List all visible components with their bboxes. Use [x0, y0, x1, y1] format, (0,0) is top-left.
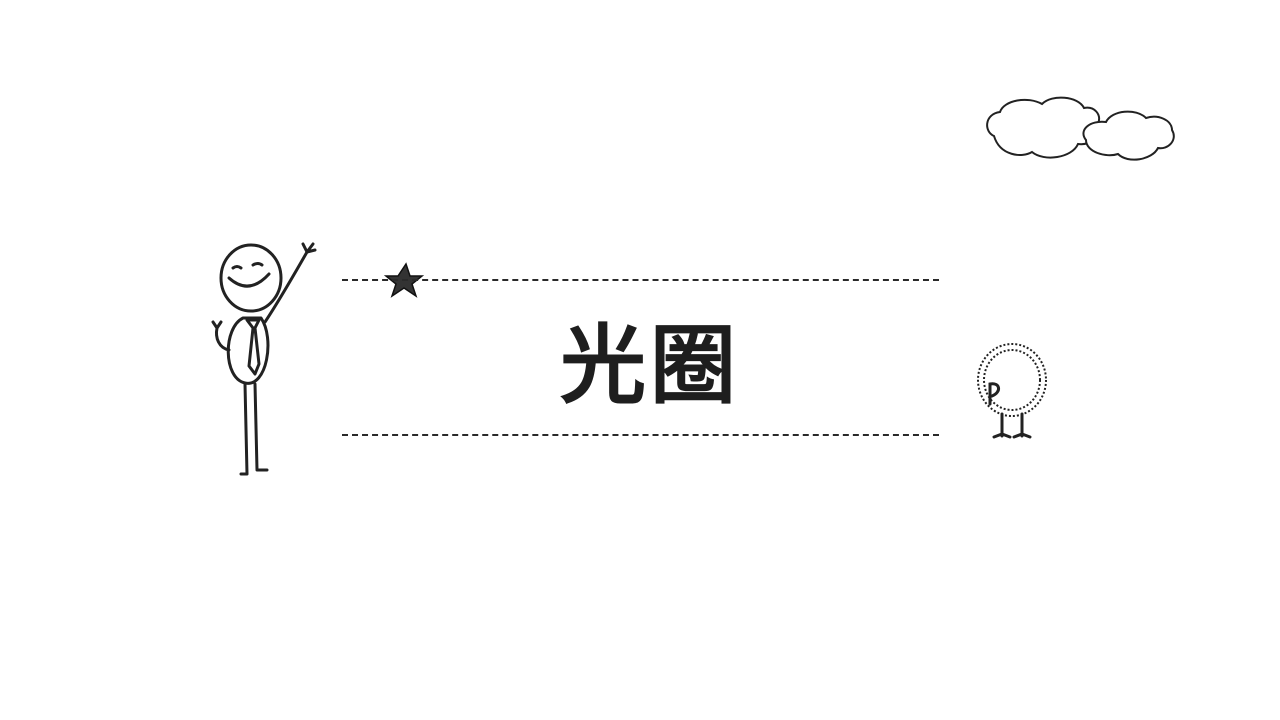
stick-figure-icon [211, 242, 317, 476]
slide-title: 光圈 [560, 314, 740, 416]
cloud-icon [986, 96, 1175, 161]
bottom-dashed-line [342, 434, 939, 436]
top-dashed-line [342, 279, 939, 281]
fluffy-creature-icon [977, 343, 1047, 439]
star-icon [383, 262, 425, 298]
